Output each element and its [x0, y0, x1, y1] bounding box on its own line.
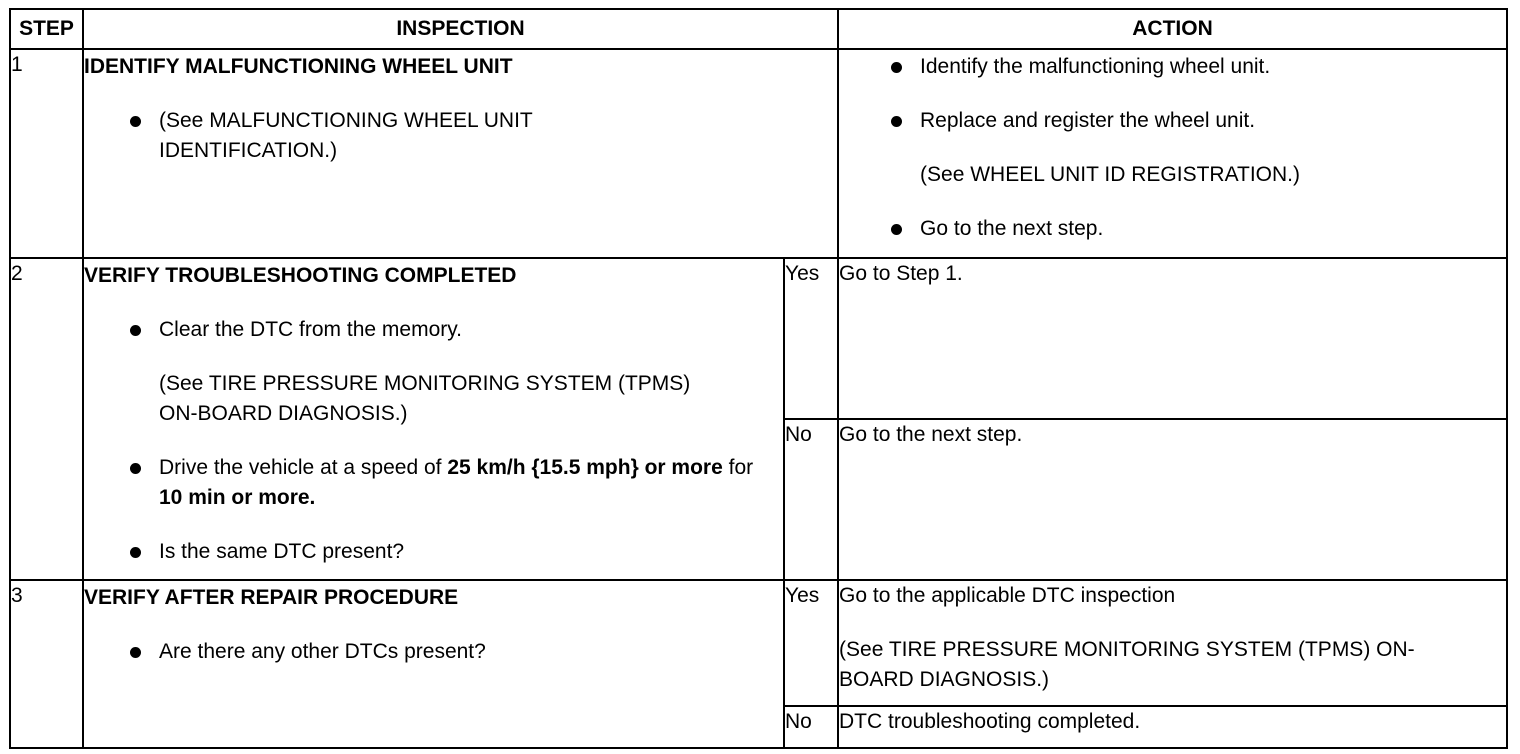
bullet-duration: 10 min or more.: [159, 486, 316, 509]
bullet-text: Drive the vehicle at a speed of 25 km/h …: [159, 453, 759, 513]
no-action: Go to the next step.: [837, 418, 1509, 581]
step-title: VERIFY TROUBLESHOOTING COMPLETED: [84, 264, 517, 287]
step-title: VERIFY AFTER REPAIR PROCEDURE: [84, 586, 459, 609]
bullet-note: (See TIRE PRESSURE MONITORING SYSTEM (TP…: [159, 372, 691, 425]
list-item: Go to the next step.: [840, 214, 1505, 244]
step-title: IDENTIFY MALFUNCTIONING WHEEL UNIT: [84, 55, 513, 78]
table-header-row: STEP INSPECTION ACTION: [9, 8, 1509, 50]
action-note: (See WHEEL UNIT ID REGISTRATION.): [920, 163, 1301, 186]
step-number: 3: [9, 579, 84, 749]
table-row-step-1: 1 IDENTIFY MALFUNCTIONING WHEEL UNIT (Se…: [9, 48, 1509, 259]
bullet-text-part: for: [722, 456, 754, 479]
inspection-bullets: Are there any other DTCs present?: [85, 637, 782, 667]
list-item: Drive the vehicle at a speed of 25 km/h …: [85, 453, 782, 513]
yes-action: Go to the applicable DTC inspection: [839, 584, 1176, 607]
header-inspection: INSPECTION: [81, 8, 840, 50]
yes-label: Yes: [782, 257, 840, 420]
bullet-text: (See MALFUNCTIONING WHEEL UNIT IDENTIFIC…: [159, 109, 533, 162]
diagnostic-procedure-table: STEP INSPECTION ACTION 1 IDENTIFY MALFUN…: [9, 8, 1509, 749]
header-step: STEP: [9, 8, 84, 50]
action-bullets: Identify the malfunctioning wheel unit. …: [840, 51, 1505, 136]
list-item: Are there any other DTCs present?: [85, 637, 782, 667]
inspection-bullets: Clear the DTC from the memory. (See TIRE…: [85, 315, 782, 567]
list-item: Replace and register the wheel unit.: [840, 106, 1505, 136]
yes-label: Yes: [782, 579, 840, 707]
bullet-speed: 25 km/h {15.5 mph} or more: [447, 456, 723, 479]
header-action: ACTION: [837, 8, 1509, 50]
list-item: Identify the malfunctioning wheel unit.: [840, 52, 1505, 82]
step-number: 1: [9, 48, 84, 259]
no-action: DTC troubleshooting completed.: [837, 705, 1509, 749]
table-row-step-2-no: No Go to the next step.: [10, 418, 1509, 581]
inspection-cell: VERIFY TROUBLESHOOTING COMPLETED Clear t…: [82, 257, 785, 581]
no-label: No: [782, 705, 840, 749]
list-item: (See MALFUNCTIONING WHEEL UNIT IDENTIFIC…: [85, 106, 836, 166]
action-bullets-2: Go to the next step.: [840, 214, 1505, 244]
table-row-step-3-yes: 3 VERIFY AFTER REPAIR PROCEDURE Are ther…: [9, 579, 1509, 749]
bullet-text-part: Drive the vehicle at a speed of: [159, 456, 448, 479]
inspection-bullets: (See MALFUNCTIONING WHEEL UNIT IDENTIFIC…: [85, 106, 836, 166]
no-label: No: [782, 418, 840, 581]
table-row-step-2-yes: 2 VERIFY TROUBLESHOOTING COMPLETED Clear…: [9, 257, 1509, 581]
list-item: Clear the DTC from the memory. (See TIRE…: [85, 315, 782, 429]
inspection-cell: VERIFY AFTER REPAIR PROCEDURE Are there …: [82, 579, 785, 749]
step-number: 2: [9, 257, 84, 581]
yes-action: Go to Step 1.: [837, 257, 1509, 420]
table-row-step-3-no: No DTC troubleshooting completed.: [10, 705, 1509, 749]
list-item: Is the same DTC present?: [85, 537, 782, 567]
yes-action-note: (See TIRE PRESSURE MONITORING SYSTEM (TP…: [839, 638, 1415, 691]
bullet-text: Clear the DTC from the memory.: [159, 318, 463, 341]
yes-action-cell: Go to the applicable DTC inspection (See…: [837, 579, 1509, 707]
inspection-cell: IDENTIFY MALFUNCTIONING WHEEL UNIT (See …: [81, 48, 840, 259]
action-cell: Identify the malfunctioning wheel unit. …: [837, 48, 1509, 259]
